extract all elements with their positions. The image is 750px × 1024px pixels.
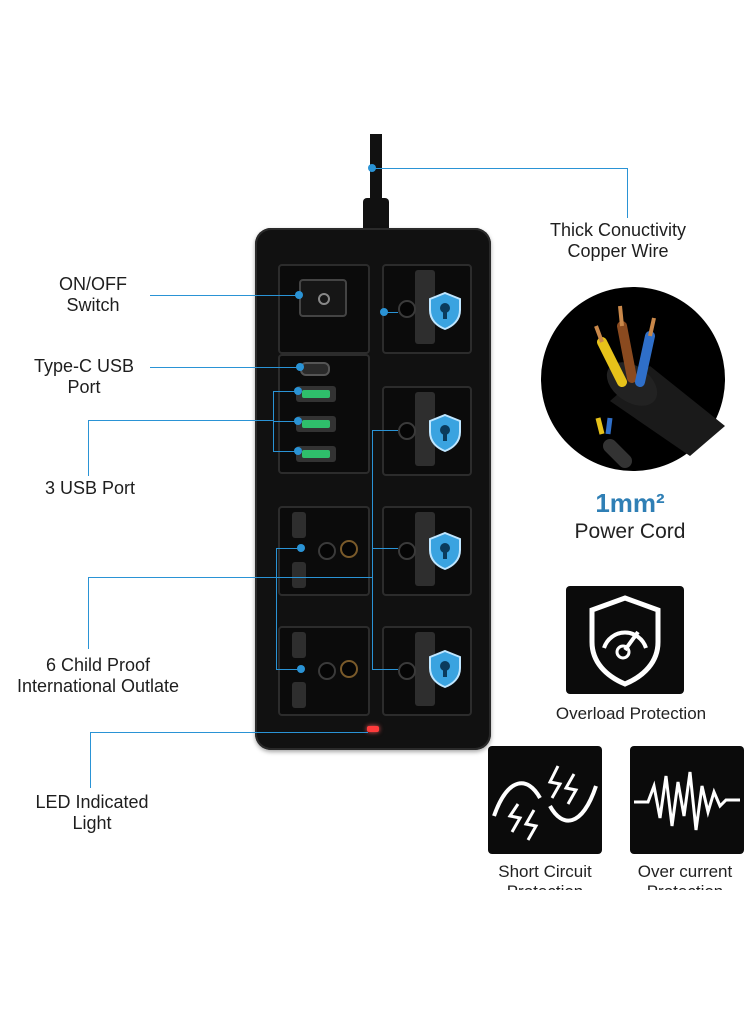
overload-protection-label: Overload Protection: [555, 704, 707, 723]
over-current-tile: [630, 746, 744, 854]
short-circuit-spark-icon: [492, 765, 598, 841]
callout-line: [90, 732, 368, 733]
short-circuit-tile: [488, 746, 602, 854]
callout-line: [150, 295, 298, 296]
cord-label: Power Cord: [574, 520, 686, 543]
callout-line: [273, 451, 297, 452]
callout-line: [276, 548, 277, 670]
short-circuit-label: Short Circuit Protection: [470, 862, 620, 890]
outlet-hole: [318, 662, 336, 680]
usb-port-1: [296, 386, 336, 402]
cable-strain-relief: [363, 198, 389, 232]
callout-dot: [380, 308, 388, 316]
callout-line: [372, 168, 628, 169]
short-circuit-label-2: Protection: [470, 882, 620, 890]
short-circuit-label-1: Short Circuit: [498, 862, 592, 881]
outlet-slot: [292, 682, 306, 708]
outlet-slot: [415, 512, 435, 586]
on-off-switch: [299, 279, 347, 317]
callout-dot: [296, 363, 304, 371]
over-current-label: Over current Protection: [618, 862, 750, 890]
callout-line: [88, 420, 274, 421]
on-off-label-1: ON/OFF: [59, 274, 127, 294]
on-off-callout: ON/OFF Switch: [30, 274, 156, 316]
callout-line: [88, 420, 89, 476]
callout-dot: [294, 447, 302, 455]
callout-dot: [297, 544, 305, 552]
led-indicator: [367, 726, 379, 732]
outlet-slot: [415, 392, 435, 466]
outlet-hole: [318, 542, 336, 560]
callout-line: [273, 391, 297, 392]
outlet-hole: [340, 660, 358, 678]
callout-line: [88, 577, 89, 649]
callout-line: [627, 168, 628, 218]
usb-port-2: [296, 416, 336, 432]
callout-line: [276, 577, 372, 578]
callout-dot: [297, 665, 305, 673]
outlets-label-1: 6 Child Proof: [45, 655, 151, 675]
callout-dot: [368, 164, 376, 172]
outlet-hole: [398, 422, 416, 440]
copper-wire-label-2: Copper Wire: [567, 241, 669, 261]
outlet-hole: [340, 540, 358, 558]
outlet-slot: [415, 632, 435, 706]
type-c-port: [300, 362, 330, 376]
copper-wire-callout: Thick Conuctivity Copper Wire: [520, 220, 716, 262]
callout-line: [372, 669, 398, 670]
callout-line: [372, 430, 373, 670]
callout-line: [372, 548, 398, 549]
cord-size: 1mm²: [595, 488, 665, 518]
callout-line: [276, 669, 300, 670]
callout-line: [90, 732, 91, 788]
led-label-1: LED Indicated: [35, 792, 149, 812]
usb3-callout: 3 USB Port: [20, 478, 160, 499]
child-lock-shield-icon: [429, 532, 461, 570]
overload-gauge-shield-icon: [589, 595, 661, 687]
outlet-slot: [415, 270, 435, 344]
child-lock-shield-icon: [429, 414, 461, 452]
callout-line: [276, 548, 300, 549]
outlet-hole: [398, 542, 416, 560]
callout-line: [273, 421, 297, 422]
outlets-callout: 6 Child Proof International Outlate: [0, 655, 196, 697]
callout-dot: [294, 387, 302, 395]
child-lock-shield-icon: [429, 650, 461, 688]
type-c-label-1: Type-C USB: [33, 356, 135, 376]
callout-dot: [294, 417, 302, 425]
on-off-label-2: Switch: [66, 295, 120, 315]
led-label-2: Light: [72, 813, 112, 833]
copper-wire-label-1: Thick Conuctivity: [549, 220, 687, 240]
outlet-hole: [398, 300, 416, 318]
child-lock-shield-icon: [429, 292, 461, 330]
outlet-slot: [292, 632, 306, 658]
over-current-wave-icon: [634, 771, 740, 831]
usb-port-3: [296, 446, 336, 462]
callout-line: [88, 577, 276, 578]
cable-cross-section-image: [541, 287, 725, 471]
type-c-callout: Type-C USB Port: [14, 356, 154, 398]
led-callout: LED Indicated Light: [20, 792, 164, 834]
callout-dot: [295, 291, 303, 299]
outlet-slot: [292, 562, 306, 588]
callout-line: [150, 367, 300, 368]
type-c-label-2: Port: [67, 377, 101, 397]
usb3-label: 3 USB Port: [44, 478, 136, 498]
overload-protection-tile: [566, 586, 684, 694]
outlet-hole: [398, 662, 416, 680]
outlets-label-2: International Outlate: [16, 676, 180, 696]
callout-line: [384, 312, 398, 313]
over-current-label-2: Protection: [618, 882, 750, 890]
outlet-slot: [292, 512, 306, 538]
callout-line: [372, 430, 398, 431]
over-current-label-1: Over current: [637, 862, 733, 881]
